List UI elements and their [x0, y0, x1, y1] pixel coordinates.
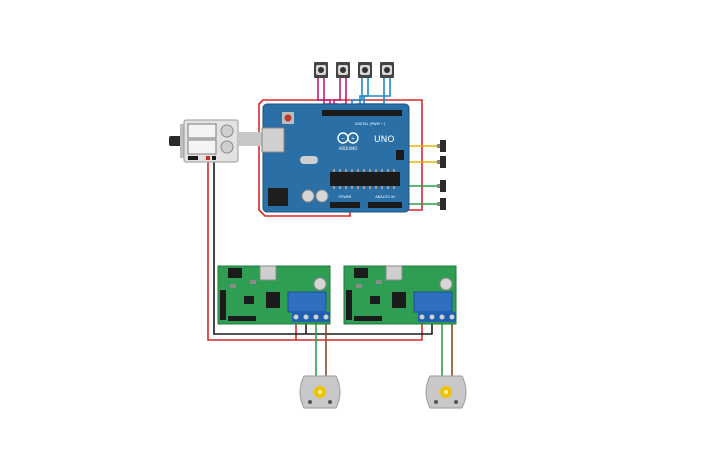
analog-header — [368, 202, 402, 208]
pushbuttons — [314, 62, 394, 78]
power-jack — [268, 188, 288, 206]
potentiometers — [437, 140, 446, 210]
header-power-label: POWER — [339, 195, 353, 199]
header-digital-label: DIGITAL (PWM ~) — [355, 122, 386, 126]
wire-red-battery — [207, 160, 423, 341]
arduino-logo: − + ARDUINO — [337, 132, 359, 151]
potentiometer-2[interactable] — [437, 156, 446, 168]
wire-black-battery — [213, 160, 433, 335]
svg-text:+: + — [351, 136, 355, 142]
uno-label: UNO — [374, 135, 394, 145]
potentiometer-4[interactable] — [437, 198, 446, 210]
dc-motor-2[interactable] — [425, 375, 467, 409]
potentiometer-3[interactable] — [437, 180, 446, 192]
pushbutton-2[interactable] — [336, 62, 350, 78]
logo-caption: ARDUINO — [339, 146, 358, 151]
pushbutton-3[interactable] — [358, 62, 372, 78]
arduino-uno[interactable]: DIGITAL (PWM ~) − + ARDUINO UNO — [261, 103, 410, 213]
svg-text:−: − — [341, 136, 345, 142]
usb-port — [261, 127, 285, 153]
header-analog-label: ANALOG IN — [375, 195, 395, 199]
potentiometer-1[interactable] — [437, 140, 446, 152]
power-header — [330, 202, 360, 208]
motor-driver-1[interactable] — [217, 265, 331, 325]
icsp-header — [396, 150, 404, 160]
crystal — [300, 156, 318, 164]
pushbutton-1[interactable] — [314, 62, 328, 78]
capacitor-2 — [315, 189, 329, 203]
motor-driver-2[interactable] — [343, 265, 457, 325]
capacitor-1 — [301, 189, 315, 203]
atmega-chip — [330, 172, 400, 186]
pushbutton-4[interactable] — [380, 62, 394, 78]
dc-motor-1[interactable] — [299, 375, 341, 409]
digital-header — [322, 110, 402, 116]
battery-pack[interactable] — [169, 119, 264, 163]
